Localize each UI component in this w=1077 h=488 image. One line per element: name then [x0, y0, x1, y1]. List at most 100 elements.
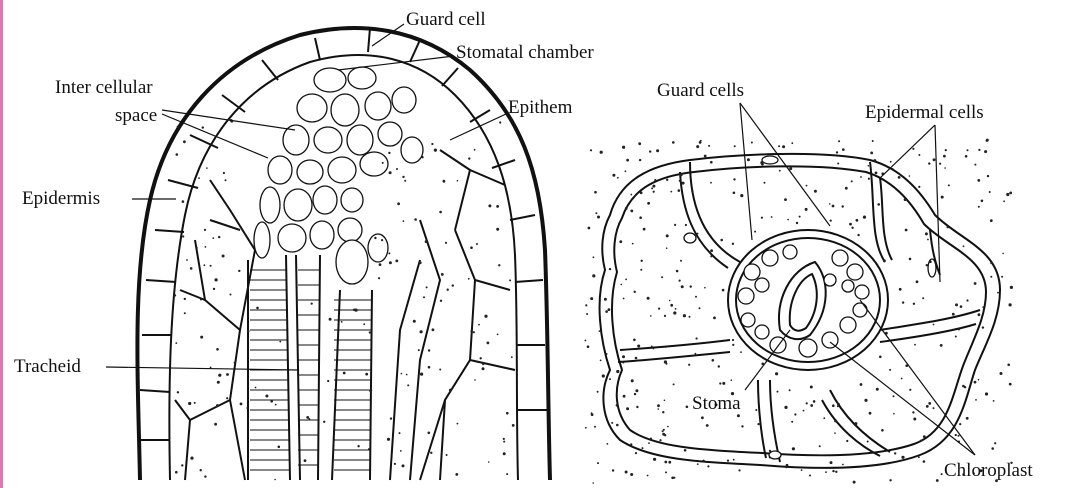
stipple-dot — [602, 374, 605, 377]
stipple-dot — [912, 411, 914, 413]
stipple-dot — [909, 258, 912, 261]
stipple-dot — [926, 264, 928, 266]
stipple-dot — [990, 276, 992, 278]
stipple-dot — [851, 227, 853, 229]
stipple-dot — [933, 158, 936, 161]
stipple-dot — [670, 191, 672, 193]
stipple-dot — [381, 239, 383, 241]
stipple-dot — [365, 373, 368, 376]
stipple-dot — [446, 454, 448, 456]
stipple-dot — [488, 204, 491, 207]
stipple-dot — [609, 378, 611, 380]
stipple-dot — [683, 314, 686, 317]
stipple-dot — [402, 464, 405, 467]
stipple-dot — [673, 383, 675, 385]
stipple-dot — [842, 205, 844, 207]
stipple-dot — [428, 349, 430, 351]
stipple-dot — [434, 149, 437, 152]
stipple-dot — [1010, 286, 1013, 289]
stipple-dot — [922, 297, 924, 299]
stipple-dot — [443, 180, 446, 183]
stipple-dot — [733, 192, 736, 195]
stipple-dot — [918, 186, 920, 188]
stipple-dot — [779, 170, 781, 172]
stipple-dot — [928, 162, 930, 164]
stipple-dot — [635, 357, 638, 360]
stipple-dot — [855, 157, 857, 159]
stipple-dot — [747, 158, 750, 161]
stipple-dot — [355, 309, 358, 312]
stipple-dot — [591, 413, 594, 416]
stipple-dot — [439, 369, 441, 371]
stipple-dot — [594, 426, 596, 428]
stipple-dot — [842, 148, 845, 151]
stipple-dot — [918, 154, 920, 156]
stipple-dot — [835, 471, 837, 473]
stipple-dot — [959, 423, 961, 425]
stipple-dot — [389, 171, 392, 174]
stipple-dot — [468, 278, 470, 280]
stipple-dot — [975, 399, 977, 401]
stipple-dot — [671, 477, 674, 480]
label-stoma: Stoma — [692, 393, 741, 414]
stipple-dot — [899, 288, 902, 291]
stipple-dot — [217, 381, 220, 384]
stipple-dot — [418, 349, 420, 351]
stipple-dot — [912, 148, 914, 150]
stipple-dot — [597, 462, 599, 464]
stipple-dot — [853, 481, 856, 484]
stipple-dot — [640, 191, 643, 194]
stipple-dot — [936, 479, 939, 482]
stipple-dot — [622, 361, 624, 363]
stipple-dot — [963, 245, 965, 247]
stoma-pore-inner — [790, 274, 817, 331]
stipple-dot — [445, 242, 447, 244]
stipple-dot — [784, 406, 787, 409]
stipple-dot — [680, 173, 683, 176]
stipple-dot — [707, 465, 709, 467]
stipple-dot — [982, 306, 984, 308]
stipple-dot — [474, 379, 476, 381]
stipple-dot — [733, 459, 735, 461]
tracheid-bundle — [248, 255, 372, 480]
stipple-dot — [791, 421, 793, 423]
stipple-dot — [785, 466, 787, 468]
stipple-dot — [399, 432, 401, 434]
stipple-dot — [631, 379, 634, 382]
stipple-dot — [875, 172, 878, 175]
stipple-dot — [183, 140, 186, 143]
stipple-dot — [845, 187, 848, 190]
stipple-dot — [190, 457, 193, 460]
stipple-dot — [594, 191, 597, 194]
stipple-dot — [685, 224, 687, 226]
stipple-dot — [633, 339, 636, 342]
stipple-dot — [212, 237, 214, 239]
stipple-dot — [676, 270, 679, 273]
stipple-dot — [939, 163, 941, 165]
stipple-dot — [1007, 364, 1010, 367]
stipple-dot — [625, 207, 628, 210]
stipple-dot — [958, 328, 960, 330]
chloroplasts — [738, 245, 869, 357]
stipple-dot — [368, 448, 370, 450]
stipple-dot — [649, 150, 651, 152]
stipple-dot — [986, 139, 989, 142]
label-epidermis: Epidermis — [22, 188, 100, 209]
stipple-dot — [1002, 253, 1004, 255]
stipple-dot — [834, 432, 836, 434]
stipple-dot — [200, 336, 203, 339]
stipple-dot — [894, 452, 896, 454]
stipple-dot — [421, 156, 423, 158]
stipple-dot — [868, 165, 870, 167]
stipple-dot — [640, 269, 642, 271]
stipple-dot — [396, 168, 398, 170]
stipple-dot — [796, 222, 798, 224]
stipple-dot — [184, 298, 186, 300]
stipple-dot — [965, 155, 968, 158]
stipple-dot — [666, 234, 669, 237]
stipple-dot — [662, 411, 664, 413]
stipple-dot — [625, 170, 627, 172]
stipple-dot — [809, 475, 811, 477]
stipple-dot — [777, 391, 779, 393]
